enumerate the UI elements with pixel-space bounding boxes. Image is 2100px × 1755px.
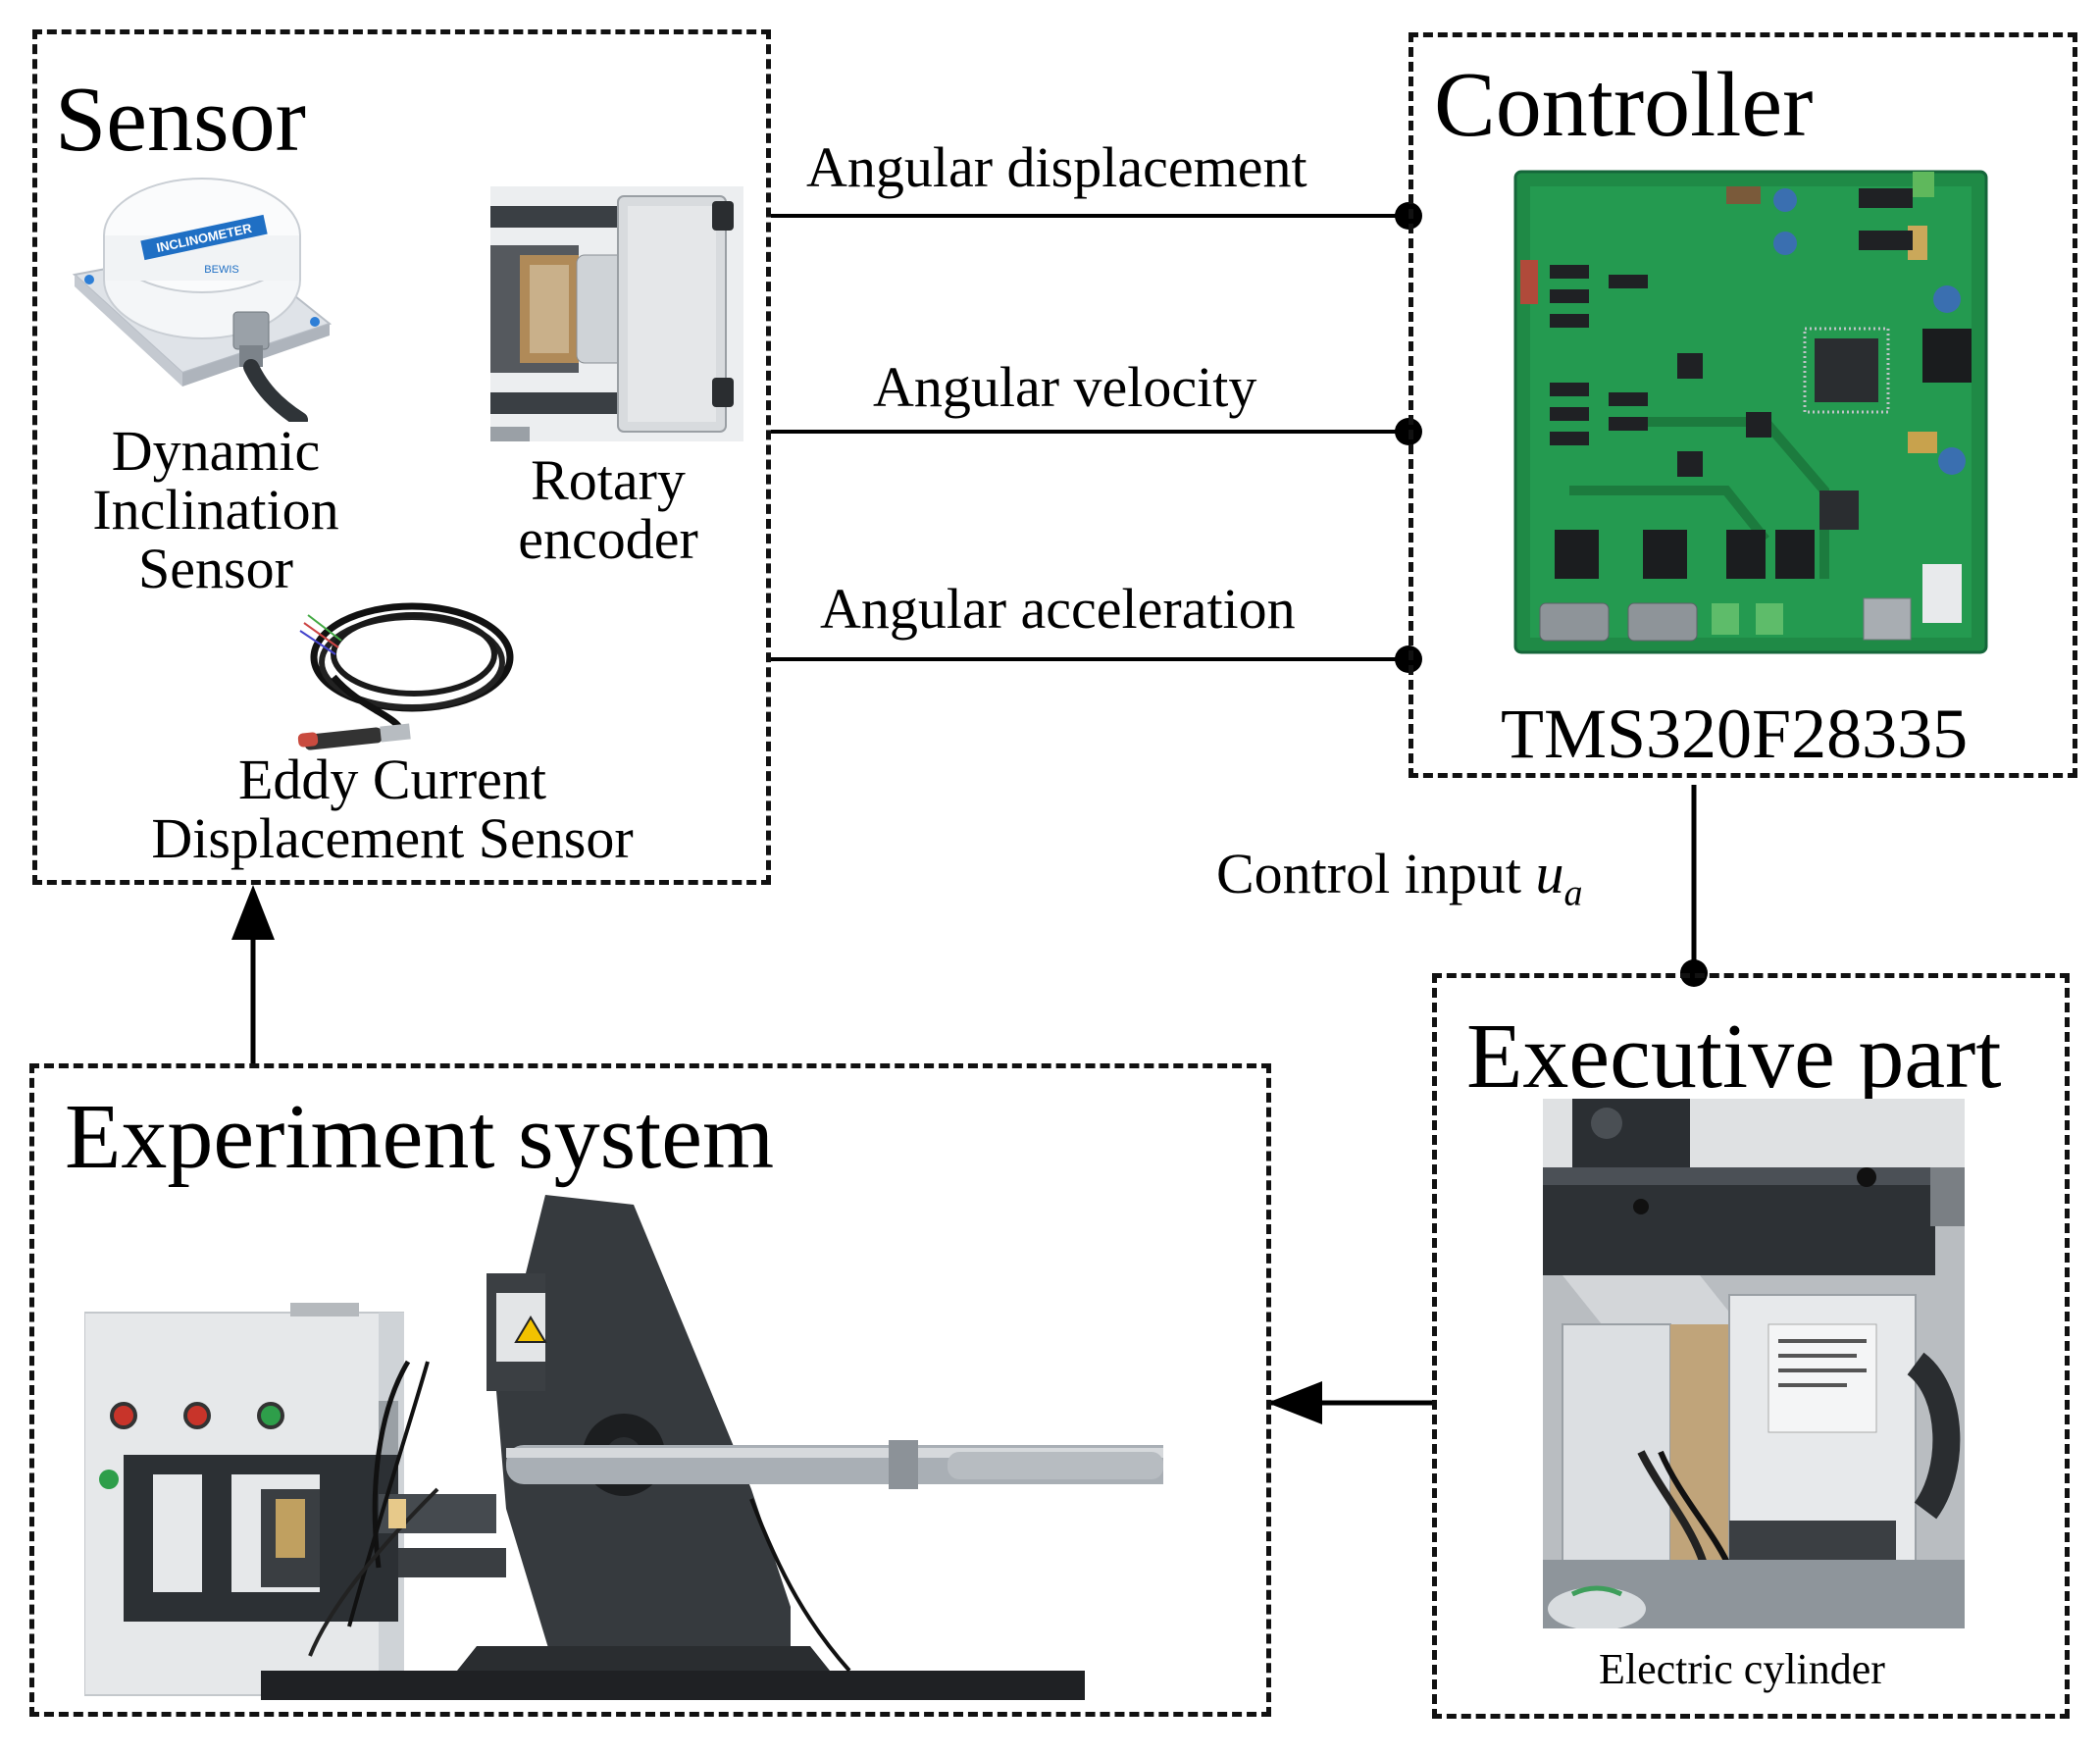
eddy-label-line1: Eddy Current: [237, 748, 547, 811]
encoder-label-line2: encoder: [518, 507, 698, 571]
experiment-system-title: Experiment system: [65, 1086, 775, 1188]
controller-chip-label: TMS320F28335: [1501, 695, 1969, 773]
eddy-current-sensor-label: Eddy Current Displacement Sensor: [98, 750, 687, 868]
control-input-subscript: a: [1563, 872, 1583, 914]
eddy-current-sensor-image: [265, 594, 520, 760]
rotary-encoder-label: Rotary encoder: [466, 451, 750, 569]
control-input-label: Control input ua: [1216, 846, 1582, 912]
electric-cylinder-image: [1543, 1099, 1965, 1628]
inclination-label-line3: Sensor: [138, 537, 293, 600]
executive-part-box: [1432, 973, 2070, 1719]
signal-label-acceleration: Angular acceleration: [820, 577, 1296, 641]
controller-box: [1409, 32, 2077, 778]
control-input-text: Control input: [1216, 842, 1521, 905]
sensor-title: Sensor: [55, 69, 306, 171]
experiment-system-box: [29, 1063, 1271, 1717]
signal-label-displacement: Angular displacement: [806, 135, 1307, 199]
inclination-label-line1: Dynamic: [111, 419, 321, 483]
inclination-label-line2: Inclination: [92, 478, 339, 542]
executive-part-title: Executive part: [1466, 1006, 2002, 1108]
experiment-rig-image: [84, 1195, 1163, 1701]
svg-text:BEWIS: BEWIS: [204, 264, 238, 276]
inclinometer-image: INCLINOMETER BEWIS: [65, 177, 339, 422]
electric-cylinder-caption: Electric cylinder: [1599, 1645, 1885, 1693]
control-input-symbol: u: [1535, 842, 1564, 905]
encoder-label-line1: Rotary: [531, 448, 686, 512]
rotary-encoder-image: [490, 186, 743, 441]
controller-title: Controller: [1434, 54, 1814, 156]
controller-board-image: [1511, 167, 1991, 657]
sensor-box: [32, 29, 771, 885]
eddy-label-line2: Displacement Sensor: [151, 806, 634, 870]
inclination-sensor-label: Dynamic Inclination Sensor: [59, 422, 373, 598]
signal-label-velocity: Angular velocity: [873, 355, 1257, 419]
